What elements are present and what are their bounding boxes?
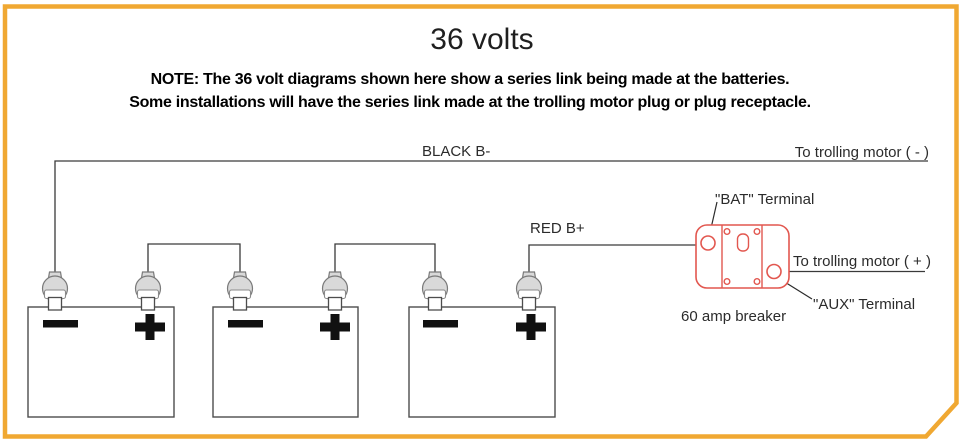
red-b-plus-wire: [528, 244, 701, 272]
breaker-mounting-hole: [723, 278, 731, 286]
breaker-mounting-hole: [723, 227, 731, 235]
battery-2-positive-symbol: [320, 314, 350, 340]
battery-2: [212, 271, 359, 418]
page-title: 36 volts: [430, 23, 533, 56]
series-link-wire-1: [147, 243, 241, 272]
battery-3: [408, 271, 556, 418]
battery-3-negative-symbol: [423, 320, 458, 328]
bat-terminal-circle: [700, 235, 716, 251]
aux-terminal-circle: [766, 263, 782, 280]
note-line-2: Some installations will have the series …: [129, 94, 811, 111]
battery-3-negative-terminal-post: [421, 271, 449, 311]
note-line-1: NOTE: The 36 volt diagrams shown here sh…: [151, 71, 790, 88]
page-border: [2, 4, 959, 439]
circuit-breaker: [695, 224, 790, 289]
series-link-wire-2: [334, 243, 436, 272]
trolling-motor-negative-label: To trolling motor ( - ): [795, 144, 929, 161]
battery-1: [27, 271, 175, 418]
black-b-minus-wire: [54, 160, 928, 272]
battery-3-positive-symbol: [516, 314, 546, 340]
breaker-mounting-hole: [753, 278, 761, 286]
battery-1-negative-terminal-post: [41, 271, 69, 311]
battery-2-negative-terminal-post: [226, 271, 254, 311]
bat-terminal-label: "BAT" Terminal: [715, 191, 814, 208]
battery-2-negative-symbol: [228, 320, 263, 328]
breaker-section-dividers: [721, 225, 763, 288]
black-wire-label: BLACK B-: [422, 143, 490, 160]
breaker-mounting-hole: [753, 227, 761, 235]
battery-2-positive-terminal-post: [321, 271, 349, 311]
battery-1-negative-symbol: [43, 320, 78, 328]
breaker-body: [695, 224, 790, 289]
aux-terminal-label: "AUX" Terminal: [813, 296, 915, 313]
battery-3-positive-terminal-post: [515, 271, 543, 311]
breaker-reset-slot: [736, 233, 750, 252]
trolling-motor-positive-label: To trolling motor ( + ): [793, 253, 931, 270]
battery-1-positive-symbol: [135, 314, 165, 340]
battery-1-positive-terminal-post: [134, 271, 162, 311]
breaker-label: 60 amp breaker: [681, 308, 786, 325]
red-wire-label: RED B+: [530, 220, 585, 237]
